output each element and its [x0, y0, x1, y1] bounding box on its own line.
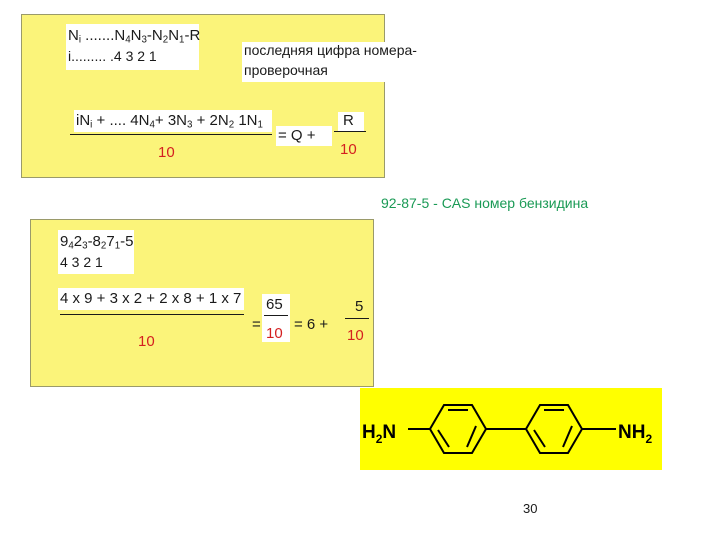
- sum-part: + 2N: [192, 112, 229, 129]
- note-block: [242, 42, 418, 82]
- cas-caption: 92-87-5 - CAS номер бензидина: [381, 195, 589, 211]
- sum-part: + 3N: [154, 112, 187, 129]
- digit: -8: [87, 233, 101, 250]
- weighted-sum-2: 4 x 9 + 3 x 2 + 2 x 8 + 1 x 7: [60, 290, 242, 307]
- sum2-block: [58, 288, 244, 310]
- fraction-denominator-2: 10: [138, 333, 155, 350]
- frac1-numerator: 65: [266, 296, 283, 313]
- formula-sub: 4: [125, 34, 131, 46]
- frac2-bar: [345, 318, 369, 319]
- benzidine-structure: H2N NH2: [360, 388, 662, 470]
- formula-sub: 2: [162, 34, 169, 46]
- formula-sub: 1: [179, 34, 185, 46]
- cas-formula-block: [66, 24, 199, 70]
- formula-sub: 3: [141, 34, 147, 46]
- formula-part: N: [130, 27, 142, 44]
- formula-part: N: [168, 27, 180, 44]
- frac2-denominator: 10: [347, 327, 364, 344]
- equals-q: = Q +: [278, 127, 316, 144]
- frac1-block: [262, 294, 290, 342]
- amino-group-right: NH2: [618, 422, 652, 446]
- digit: 9: [60, 233, 69, 250]
- fraction-denominator: 10: [158, 144, 175, 161]
- sum-sub: 1: [257, 119, 263, 131]
- digits-block: [58, 230, 134, 274]
- weighted-sum: iNi + .... 4N4+ 3N3 + 2N2 1N1: [76, 112, 263, 130]
- fraction-bar: [70, 134, 272, 135]
- digit: 2: [73, 233, 83, 250]
- sum-block: [74, 110, 272, 132]
- formula-part: .......N: [81, 27, 126, 44]
- digit-index-row: 4 3 2 1: [60, 254, 103, 270]
- formula-part: N: [68, 27, 79, 44]
- digit-sub: 3: [82, 240, 88, 252]
- r-numerator: R: [343, 112, 354, 129]
- q-block: [276, 126, 332, 146]
- r-fraction-bar: [334, 131, 366, 132]
- sum-sub: 4: [149, 119, 155, 131]
- cas-digits-line: 9423-8271-5: [60, 233, 133, 251]
- note-line-1: последняя цифра номера-: [244, 42, 417, 58]
- r-denominator: 10: [340, 141, 357, 158]
- formula-part: -N: [146, 27, 163, 44]
- formula-part: -R: [184, 27, 201, 44]
- frac1-bar: [264, 315, 288, 316]
- frac1-denominator: 10: [266, 325, 283, 342]
- fraction-bar-2: [60, 314, 244, 315]
- equals-6-plus: = 6 +: [294, 316, 329, 333]
- cas-formula-line: Ni .......N4N3-N2N1-R: [68, 27, 200, 45]
- amino-group-left: H2N: [362, 422, 396, 446]
- digit: -5: [120, 233, 134, 250]
- r-block: [338, 112, 364, 132]
- note-line-2: проверочная: [244, 62, 328, 78]
- sum-sub: i: [90, 119, 93, 131]
- equals-1: =: [252, 316, 261, 333]
- index-row: i......... .4 3 2 1: [68, 48, 157, 64]
- digit-sub: 2: [100, 240, 107, 252]
- digit: 7: [106, 233, 115, 250]
- digit-sub: 4: [68, 240, 74, 252]
- formula-sub: i: [78, 34, 82, 46]
- digit-sub: 1: [114, 240, 121, 252]
- sum-part: 1N: [234, 112, 258, 129]
- frac2-numerator: 5: [355, 298, 364, 315]
- page-number: 30: [523, 501, 538, 516]
- sum-sub: 3: [187, 119, 193, 131]
- sum-part: iN: [76, 112, 91, 129]
- sum-sub: 2: [228, 119, 235, 131]
- sum-part: + .... 4N: [92, 112, 150, 129]
